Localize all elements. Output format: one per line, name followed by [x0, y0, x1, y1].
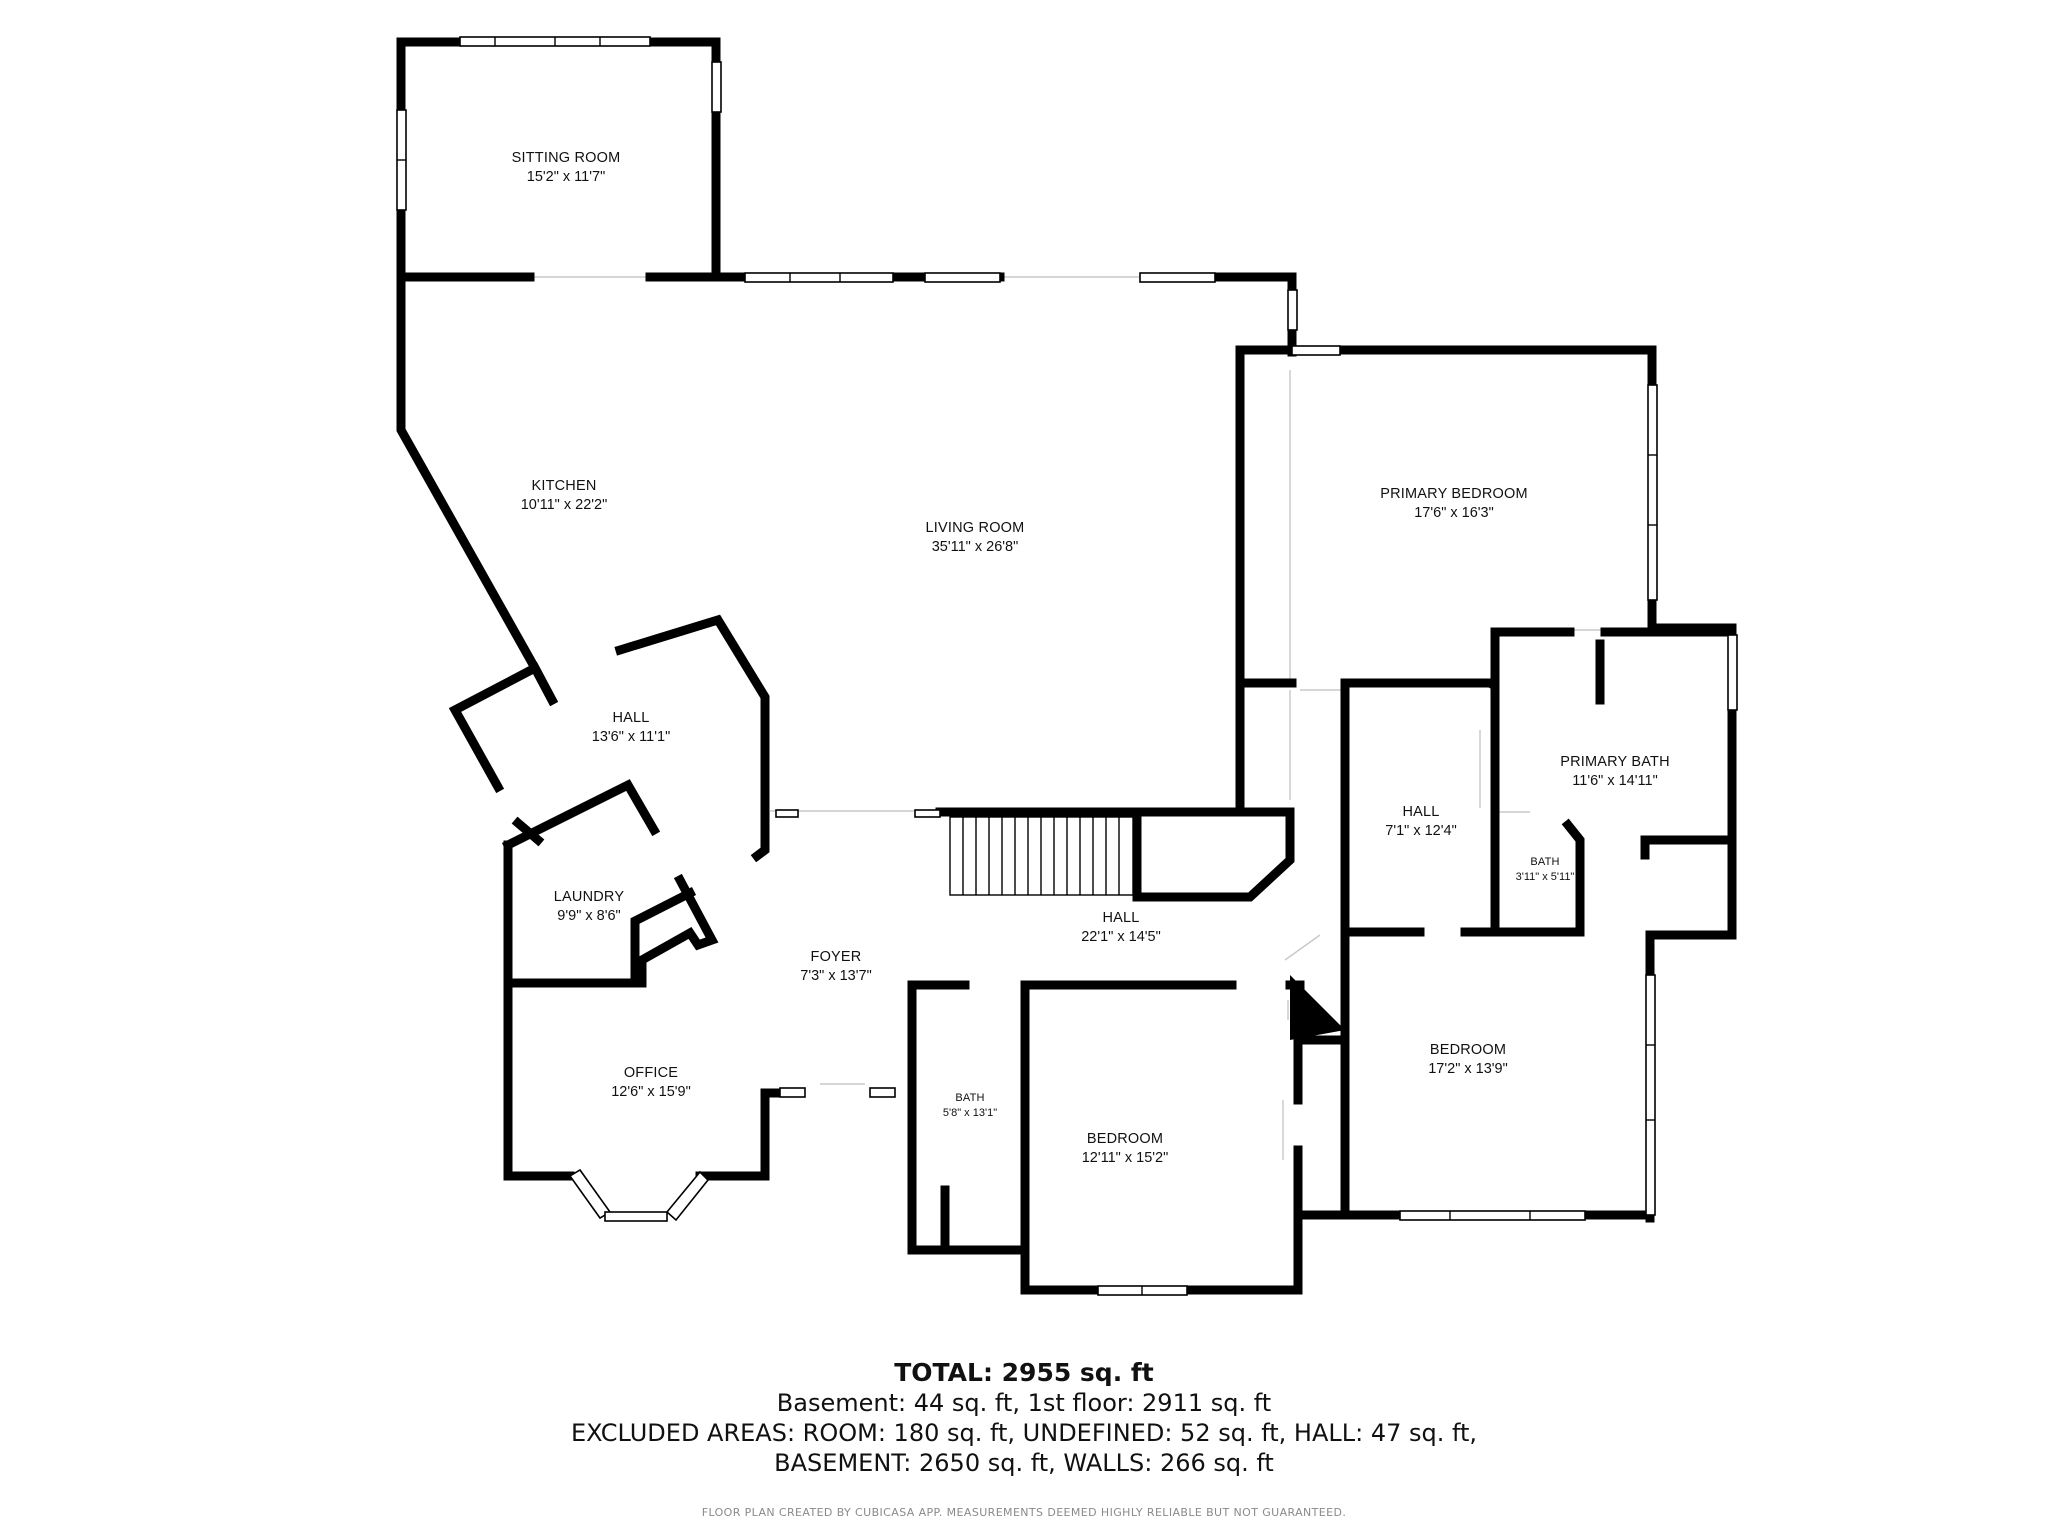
room-name-bath: BATH [955, 1092, 984, 1104]
staircase [949, 816, 1134, 896]
room-dims-hall-east: 7'1" x 12'4" [1385, 823, 1456, 839]
room-name-hall-west: HALL [612, 710, 649, 726]
room-name-laundry: LAUNDRY [554, 889, 625, 905]
area-breakdown-line1: Basement: 44 sq. ft, 1st floor: 2911 sq.… [776, 1389, 1272, 1417]
area-breakdown-line3: BASEMENT: 2650 sq. ft, WALLS: 266 sq. ft [774, 1449, 1274, 1477]
room-name-bedroom-east: BEDROOM [1430, 1042, 1506, 1058]
room-name-kitchen: KITCHEN [531, 478, 596, 494]
room-dims-office: 12'6" x 15'9" [611, 1084, 691, 1100]
room-dims-primary-bath: 11'6" x 14'11" [1572, 773, 1657, 789]
room-dims-sitting-room: 15'2" x 11'7" [527, 169, 605, 185]
closet-triangle [1290, 975, 1345, 1040]
room-dims-bath: 5'8" x 13'1" [943, 1107, 997, 1119]
room-name-office: OFFICE [624, 1065, 678, 1081]
room-dims-hall-west: 13'6" x 11'1" [592, 729, 670, 745]
total-area: TOTAL: 2955 sq. ft [894, 1358, 1154, 1387]
room-name-primary-bath: PRIMARY BATH [1560, 754, 1670, 770]
room-dims-laundry: 9'9" x 8'6" [557, 908, 620, 924]
room-labels: SITTING ROOM 15'2" x 11'7" KITCHEN 10'11… [512, 150, 1670, 1166]
room-dims-hall-center: 22'1" x 14'5" [1081, 929, 1161, 945]
room-dims-kitchen: 10'11" x 22'2" [521, 497, 608, 513]
room-name-bedroom-south: BEDROOM [1087, 1131, 1163, 1147]
area-summary: TOTAL: 2955 sq. ft Basement: 44 sq. ft, … [0, 1358, 2048, 1478]
room-name-bath-small: BATH [1530, 856, 1559, 868]
room-dims-living-room: 35'11" x 26'8" [932, 539, 1019, 555]
walls [396, 37, 1737, 1295]
area-breakdown-line2: EXCLUDED AREAS: ROOM: 180 sq. ft, UNDEFI… [570, 1419, 1478, 1447]
room-name-hall-center: HALL [1102, 910, 1139, 926]
room-name-living-room: LIVING ROOM [926, 520, 1025, 536]
room-name-hall-east: HALL [1402, 804, 1439, 820]
room-dims-bedroom-south: 12'11" x 15'2" [1082, 1150, 1169, 1166]
room-dims-foyer: 7'3" x 13'7" [800, 968, 871, 984]
disclaimer-credit: FLOOR PLAN CREATED BY CUBICASA APP. MEAS… [701, 1506, 1347, 1519]
room-dims-bedroom-east: 17'2" x 13'9" [1428, 1061, 1508, 1077]
room-name-sitting-room: SITTING ROOM [512, 150, 621, 166]
room-name-foyer: FOYER [811, 949, 862, 965]
openings [530, 276, 1605, 1160]
room-dims-bath-small: 3'11" x 5'11" [1516, 871, 1575, 883]
room-name-primary-bedroom: PRIMARY BEDROOM [1380, 486, 1528, 502]
windows [396, 36, 1738, 1296]
room-dims-primary-bedroom: 17'6" x 16'3" [1414, 505, 1494, 521]
